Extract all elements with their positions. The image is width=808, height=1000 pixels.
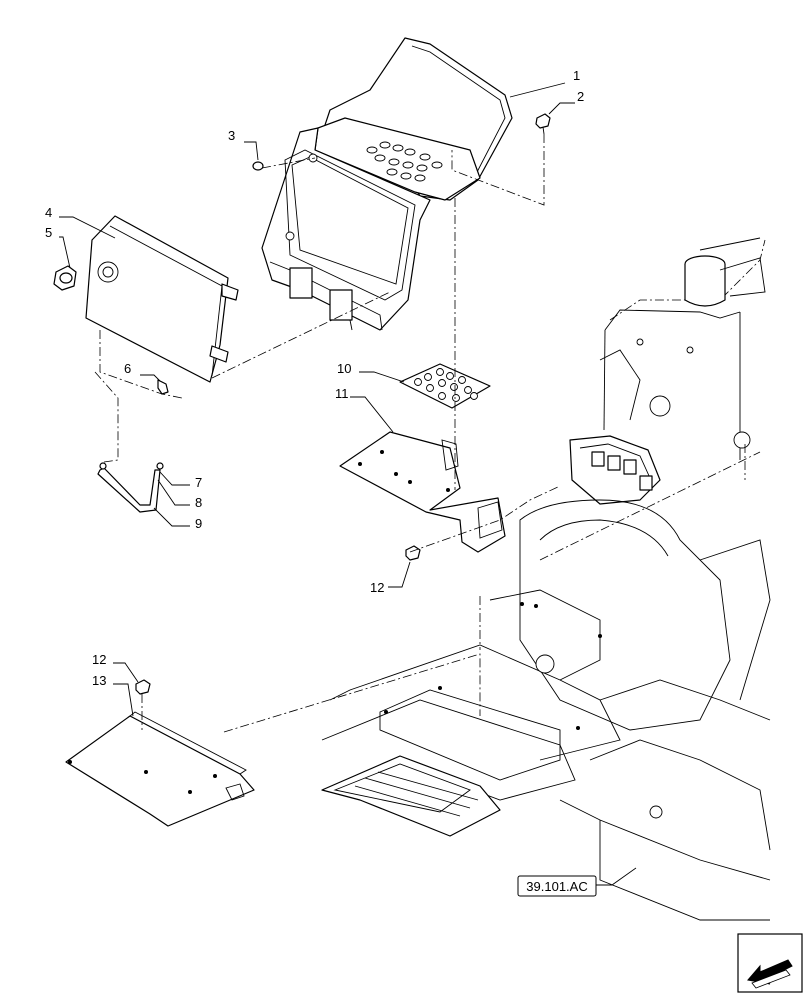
callout-1: 1 — [573, 68, 580, 83]
part-latch-5 — [53, 265, 77, 291]
part-step-housing — [261, 37, 513, 331]
reference-box[interactable]: 39.101.AC — [517, 875, 597, 897]
callout-numbers: 1 2 3 4 5 6 7 8 9 10 11 12 12 13 — [45, 68, 584, 688]
tread-holes — [366, 141, 443, 182]
callout-7: 7 — [195, 475, 202, 490]
callout-13: 13 — [92, 673, 106, 688]
machine-body — [321, 237, 771, 921]
part-bolt-12a — [405, 545, 421, 561]
callout-3: 3 — [228, 128, 235, 143]
part-bolt-12b — [135, 679, 151, 695]
arrow-left-down-icon[interactable] — [737, 933, 803, 993]
callout-12-b: 12 — [92, 652, 106, 667]
callout-11: 11 — [335, 386, 349, 401]
part-tread-plate-10 — [399, 363, 491, 409]
callout-4: 4 — [45, 205, 52, 220]
callout-8: 8 — [195, 495, 202, 510]
part-bracket-11 — [339, 431, 506, 553]
reference-label: 39.101.AC — [526, 879, 587, 894]
callout-12-a: 12 — [370, 580, 384, 595]
callout-5: 5 — [45, 225, 52, 240]
callout-6: 6 — [124, 361, 131, 376]
callout-2: 2 — [577, 89, 584, 104]
part-floor-plate-13 — [65, 711, 255, 827]
callout-10: 10 — [337, 361, 351, 376]
part-bolt-2 — [535, 113, 551, 135]
part-handle-9 — [97, 462, 164, 513]
part-access-panel — [85, 215, 239, 383]
part-screw-6 — [157, 379, 169, 395]
assembly-lines — [94, 134, 761, 733]
part-plug-3 — [252, 161, 264, 171]
callout-leaders — [59, 82, 637, 886]
callout-9: 9 — [195, 516, 202, 531]
